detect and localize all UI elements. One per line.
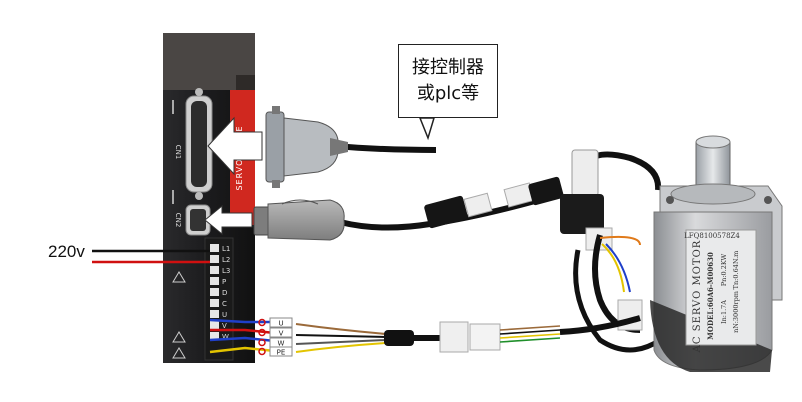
motor-power-wires [209, 315, 641, 354]
wire-lug [258, 338, 266, 347]
motor-spec-torque: Tn:0.64N.m [732, 251, 740, 290]
wire-tag [269, 346, 293, 357]
cn2-arrow-icon [204, 204, 253, 236]
drive-top-cap [163, 33, 255, 90]
terminal-label: V [222, 322, 227, 330]
terminal-label: P [222, 278, 226, 286]
wire-lug [258, 318, 266, 327]
cn1-cable-connector [265, 106, 437, 188]
encoder-cable [253, 176, 564, 241]
terminal-label: L3 [222, 267, 230, 275]
cn1-port [185, 88, 213, 200]
terminal-screw [210, 310, 219, 318]
terminal-screw [210, 255, 219, 263]
motor-encoder-plug [560, 149, 662, 353]
terminal-screw [210, 299, 219, 307]
motor-spec-current: In:1.7A [720, 300, 728, 324]
terminal-screw [210, 266, 219, 274]
callout-line-2: 或plc等 [416, 83, 480, 104]
terminal-screw [210, 332, 219, 340]
callout-line-1: 接控制器 [412, 57, 484, 78]
terminal-label: U [222, 311, 227, 319]
terminal-label: L2 [222, 256, 230, 264]
wire-tag-label: U [278, 320, 283, 328]
motor-model: MODEL:60A6-M00630 [706, 252, 715, 340]
motor-title: AC SERVO MOTOR [692, 240, 703, 354]
warning-icon [172, 347, 186, 359]
terminal-label: W [222, 333, 229, 341]
terminal-screw [210, 277, 219, 285]
wire-lug [258, 328, 266, 337]
cn2-label: CN2 [174, 213, 182, 228]
servo-motor [650, 135, 783, 372]
wire-tag-label: PE [277, 349, 286, 357]
callout-pointer [418, 117, 436, 141]
wire-tag-label: V [279, 330, 284, 338]
supply-voltage-label: 220v [48, 242, 85, 261]
terminal-label: D [222, 289, 227, 297]
terminal-label: L1 [222, 245, 230, 253]
terminal-screw [210, 288, 219, 296]
cn1-label: CN1 [174, 145, 182, 160]
wire-tag [269, 327, 293, 338]
terminal-screw [210, 321, 219, 329]
motor-spec-power: Pn:0.2KW [720, 253, 728, 286]
wire-tag-label: W [278, 340, 285, 348]
motor-serial: LFQ8100578Z4 [684, 232, 740, 240]
wire-lug [258, 347, 266, 356]
warning-icon [172, 271, 186, 283]
terminal-screw [210, 244, 219, 252]
terminal-label: C [222, 300, 227, 308]
cn1-arrow-icon [207, 116, 263, 176]
motor-spec-speed: nN:3000rpm [732, 291, 740, 333]
wire-tag [269, 317, 293, 328]
controller-callout: 接控制器 或plc等 [398, 44, 498, 118]
warning-icon [172, 331, 186, 343]
